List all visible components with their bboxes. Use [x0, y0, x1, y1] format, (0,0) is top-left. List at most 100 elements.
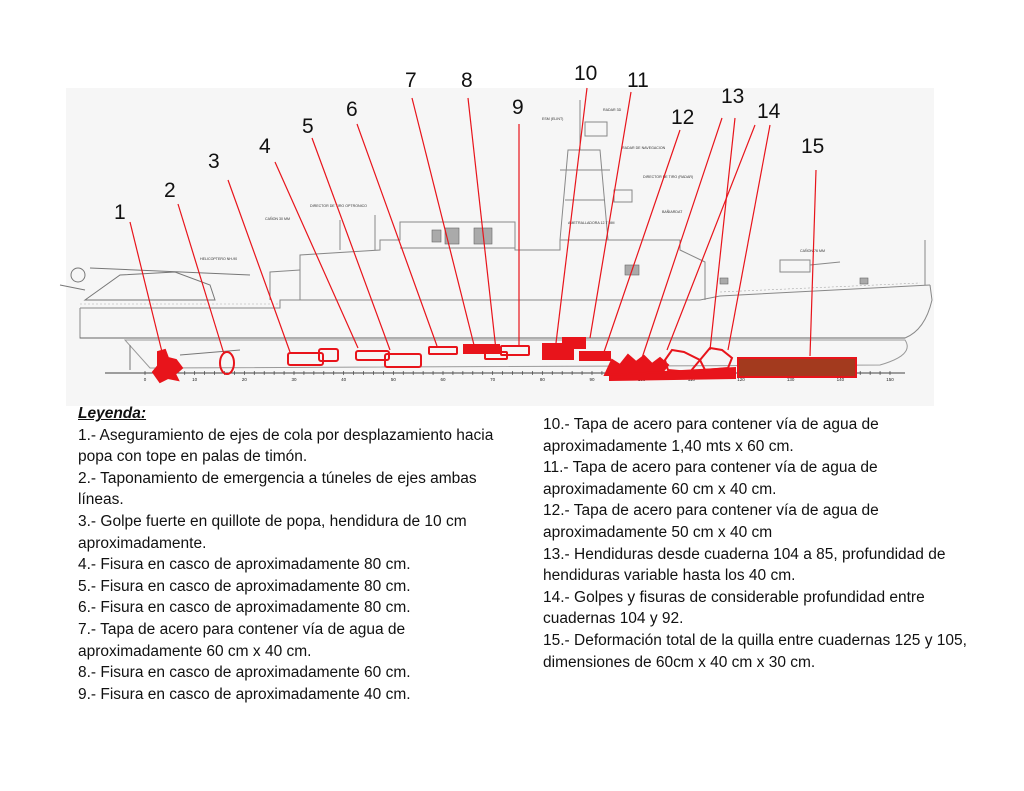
- propeller-shaft: [179, 349, 241, 356]
- leader-13a: [641, 117, 723, 359]
- mast: [559, 149, 609, 241]
- damage-mark-2: [219, 351, 235, 375]
- callout-2: 2: [164, 179, 176, 202]
- damage-mark-7: [463, 344, 500, 354]
- ruler-label: 150: [886, 377, 894, 382]
- callout-12: 12: [671, 106, 694, 129]
- leader-4: [274, 161, 359, 349]
- legend-item-15: 15.- Deformación total de la quilla entr…: [543, 631, 967, 671]
- bow-gun-turret: [779, 259, 811, 273]
- leader-1: [129, 221, 163, 353]
- leader-lines: [129, 87, 817, 359]
- bow-gun-barrel: [809, 261, 841, 266]
- damage-mark-11: [579, 351, 611, 361]
- window: [859, 277, 869, 285]
- label-director: DIRECTOR DE TIRO OPTRONICO: [310, 204, 367, 208]
- ruler-label: 50: [391, 377, 397, 382]
- leader-7: [411, 97, 475, 346]
- legend-item-6: 6.- Fisura en casco de aproximadamente 8…: [78, 599, 411, 617]
- legend-item-12: 12.- Tapa de acero para contener vía de …: [543, 502, 879, 541]
- window: [719, 277, 729, 285]
- label-bollard: BAÑIARDAT: [662, 209, 683, 214]
- ruler-label: 140: [837, 377, 845, 382]
- leader-13b: [709, 117, 736, 351]
- stern-gear: [129, 345, 241, 370]
- superstructure: [299, 221, 706, 300]
- ruler-label: 90: [589, 377, 595, 382]
- callout-5: 5: [302, 115, 314, 138]
- helicopter-rotor: [89, 267, 251, 276]
- helicopter-body: [83, 271, 216, 301]
- damage-mark-3: [287, 352, 324, 366]
- helicopter-tail-rotor: [70, 267, 86, 283]
- damage-mark-5: [355, 350, 390, 361]
- callout-10: 10: [574, 62, 597, 85]
- callout-13: 13: [721, 85, 744, 108]
- label-esm: ESM (ELINT): [542, 117, 563, 121]
- legend-item-11: 11.- Tapa de acero para contener vía de …: [543, 459, 878, 498]
- leader-8: [467, 97, 497, 351]
- label-gunwale: AMETRALLADORA 12.7 MM: [568, 221, 615, 225]
- window: [444, 227, 460, 245]
- legend-item-8: 8.- Fisura en casco de aproximadamente 6…: [78, 664, 411, 682]
- ruler-label: 120: [737, 377, 745, 382]
- damage-mark-8: [428, 346, 458, 355]
- leader-5: [311, 137, 391, 351]
- ruler-label: 60: [440, 377, 446, 382]
- legend-item-13: 13.- Hendiduras desde cuaderna 104 a 85,…: [543, 545, 946, 585]
- callout-6: 6: [346, 98, 358, 121]
- legend-item-7: 7.- Tapa de acero para contener vía de a…: [78, 620, 406, 660]
- radar-3d-box: [584, 121, 608, 137]
- damage-mark-9: [500, 345, 530, 356]
- leader-10: [555, 87, 588, 344]
- damage-mark-keel-band: [609, 366, 736, 382]
- legend-item-10: 10.- Tapa de acero para contener vía de …: [543, 416, 879, 455]
- bow-railing: [719, 282, 921, 293]
- leader-3: [227, 179, 291, 353]
- ruler-label: 130: [787, 377, 795, 382]
- ship-damage-diagram: HELICOPTERO NH-90 DIRECTOR DE TIRO OPTRO…: [59, 62, 933, 384]
- legend-item-9: 9.- Fisura en casco de aproximadamente 4…: [78, 685, 411, 703]
- label-gun-bow: CAÑON 76 MM: [800, 248, 825, 253]
- ruler-label: 0: [144, 377, 147, 382]
- legend-item-1: 1.- Aseguramiento de ejes de cola por de…: [78, 426, 494, 466]
- damage-mark-10b: [562, 337, 586, 349]
- label-helicopter: HELICOPTERO NH-90: [200, 257, 237, 261]
- legend-left-column: Leyenda: 1.- Aseguramiento de ejes de co…: [78, 403, 508, 705]
- leader-12: [603, 129, 681, 353]
- damage-mark-6: [384, 353, 422, 368]
- callout-8: 8: [461, 69, 473, 92]
- damage-mark-12: [603, 353, 670, 376]
- hangar-structure: [269, 269, 301, 300]
- leader-6: [356, 123, 438, 347]
- legend-item-5: 5.- Fisura en casco de aproximadamente 8…: [78, 577, 411, 595]
- callout-numbers: 1 2 3 4 5 6 7 8 9 10 11 12 13 14 15: [114, 62, 824, 224]
- label-radar-fire: DIRECTOR DE TIRO (RADAR): [643, 175, 693, 179]
- ruler-label: 30: [291, 377, 297, 382]
- legend-item-4: 4.- Fisura en casco de aproximadamente 8…: [78, 556, 411, 574]
- damage-mark-4: [318, 348, 339, 362]
- legend-item-3: 3.- Golpe fuerte en quillote de popa, he…: [78, 512, 467, 552]
- callout-14: 14: [757, 100, 781, 123]
- callout-3: 3: [208, 150, 220, 173]
- legend-right-column: 10.- Tapa de acero para contener vía de …: [543, 414, 983, 673]
- ruler-label: 10: [192, 377, 198, 382]
- callout-15: 15: [801, 135, 824, 158]
- legend-title: Leyenda:: [78, 405, 147, 422]
- leader-2: [177, 203, 225, 355]
- leader-14a: [666, 124, 756, 351]
- ruler-label: 20: [242, 377, 248, 382]
- legend-item-2: 2.- Taponamiento de emergencia a túneles…: [78, 469, 477, 509]
- underwater-hull: [123, 339, 908, 369]
- legend-item-14: 14.- Golpes y fisuras de considerable pr…: [543, 588, 925, 628]
- callout-1: 1: [114, 201, 126, 224]
- helicopter: [59, 267, 251, 301]
- label-gun-small: CAÑON 30 MM: [265, 216, 290, 221]
- leader-14b: [727, 124, 771, 351]
- damage-mark-15: [737, 357, 857, 378]
- callout-9: 9: [512, 96, 524, 119]
- leader-15: [809, 169, 817, 357]
- window: [431, 229, 442, 243]
- damage-marks: [151, 337, 736, 384]
